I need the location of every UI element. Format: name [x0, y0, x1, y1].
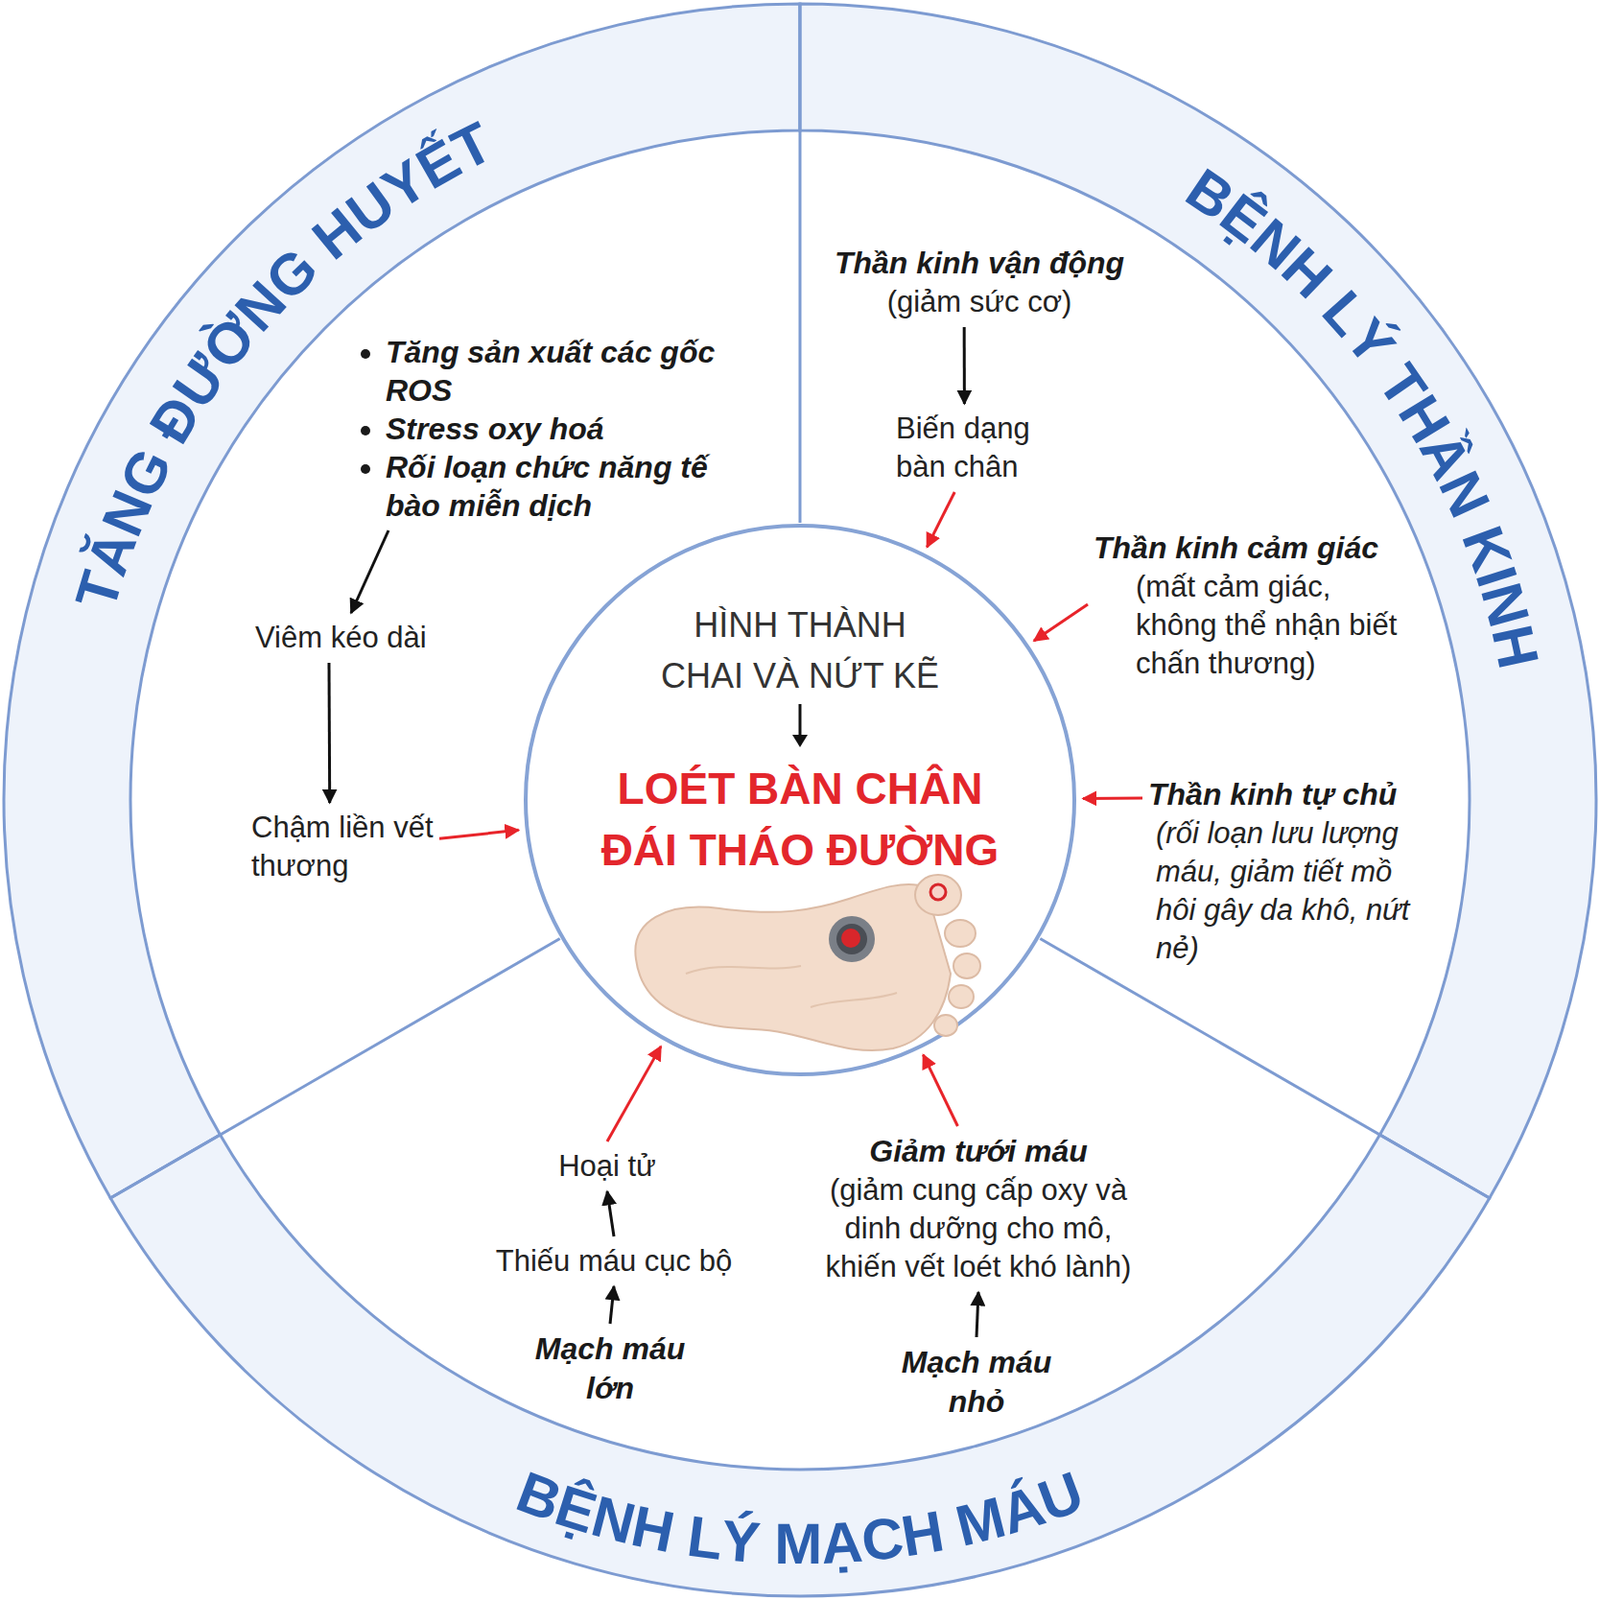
- heading-text: Thần kinh vận động: [806, 243, 1153, 283]
- text-node: Giảm tưới máu(giảm cung cấp oxy và dinh …: [805, 1131, 1152, 1287]
- arrow-connector: [976, 1292, 979, 1338]
- arrow-connector: [926, 492, 955, 547]
- text-node: Tăng sản xuất các gốc ROSStress oxy hoáR…: [347, 332, 760, 525]
- body-text: (giảm cung cấp oxy và dinh dưỡng cho mô,…: [813, 1171, 1145, 1287]
- bullet-list: Tăng sản xuất các gốc ROSStress oxy hoáR…: [347, 332, 760, 525]
- body-text: (giảm sức cơ): [806, 282, 1153, 322]
- foot-toe: [944, 919, 976, 947]
- foot-toe: [948, 985, 974, 1009]
- arrow-connector: [1082, 797, 1143, 800]
- foot-illustration: [635, 874, 981, 1051]
- heading-text: Mạch máu nhỏ: [885, 1342, 1068, 1422]
- bullet-item: Stress oxy hoá: [385, 409, 760, 448]
- heading-text: Giảm tưới máu: [805, 1131, 1152, 1172]
- text-node: Thần kinh cảm giác(mất cảm giác, không t…: [1093, 528, 1420, 683]
- arrow-connector: [607, 1191, 614, 1237]
- band-title: BỆNH LÝ MẠCH MÁU: [508, 1458, 1092, 1577]
- foot-sole: [635, 884, 951, 1051]
- body-text: Thiếu máu cục bộ: [470, 1242, 758, 1281]
- toe-lesion: [930, 884, 946, 900]
- bullet-item: Rối loạn chức năng tế bào miễn dịch: [385, 447, 760, 525]
- arrow-connector: [607, 1046, 661, 1142]
- bullet-item: Tăng sản xuất các gốc ROS: [385, 332, 760, 410]
- arrow-connector: [922, 1055, 958, 1127]
- ulcer-inner: [836, 923, 868, 955]
- text-node: Mạch máu lớn: [518, 1329, 702, 1409]
- foot-toe: [915, 874, 962, 916]
- center-circle: [525, 525, 1075, 1075]
- body-text: Hoại tử: [511, 1147, 704, 1186]
- body-text: (rối loạn lưu lượng máu, giảm tiết mồ hô…: [1155, 814, 1415, 968]
- inner-arrow-line: [799, 704, 802, 738]
- inner-arrow-head: [792, 734, 808, 748]
- divider-line: [1039, 939, 1490, 1200]
- divider-line: [799, 3, 802, 523]
- arrow-connector: [328, 662, 332, 803]
- body-text: Chậm liền vết thương: [251, 808, 434, 886]
- text-node: Thần kinh tự chủ(rối loạn lưu lượng máu,…: [1148, 775, 1436, 968]
- divider-line: [110, 939, 561, 1200]
- body-text: (mất cảm giác, không thể nhận biết chấn …: [1135, 567, 1410, 683]
- text-node: Chậm liền vết thương: [251, 808, 434, 886]
- center-circle-node: HÌNH THÀNH CHAI VÀ NỨT KẼ LOÉT BÀN CHÂN Đ…: [522, 522, 1078, 1078]
- text-node: Viêm kéo dài: [255, 618, 448, 658]
- foot-toe: [934, 1014, 958, 1036]
- heading-text: Mạch máu lớn: [518, 1329, 702, 1409]
- text-node: Thiếu máu cục bộ: [470, 1242, 758, 1281]
- circle-title: LOÉT BÀN CHÂN ĐÁI THÁO ĐƯỜNG: [588, 757, 1012, 881]
- arrow-connector: [963, 327, 966, 404]
- arrow-connector: [610, 1286, 614, 1324]
- text-node: Mạch máu nhỏ: [885, 1342, 1068, 1422]
- text-node: Hoại tử: [511, 1147, 704, 1186]
- text-node: Thần kinh vận động(giảm sức cơ): [806, 243, 1153, 322]
- arrow-connector: [1034, 604, 1088, 641]
- body-text: Viêm kéo dài: [255, 618, 448, 658]
- ulcer-rim: [828, 916, 875, 963]
- ulcer-core: [841, 928, 861, 948]
- arrow-connector: [439, 829, 519, 839]
- foot-crease: [685, 965, 897, 1008]
- band-title-text: BỆNH LÝ MẠCH MÁU: [508, 1458, 1092, 1577]
- circle-heading: HÌNH THÀNH CHAI VÀ NỨT KẼ: [656, 599, 944, 702]
- heading-text: Thần kinh tự chủ: [1148, 775, 1436, 815]
- foot-toe: [953, 953, 981, 979]
- ring-sector: [110, 1134, 1490, 1597]
- body-text: Biến dạng bàn chân: [895, 409, 1059, 487]
- heading-text: Thần kinh cảm giác: [1093, 528, 1420, 568]
- arrow-connector: [351, 530, 389, 613]
- text-node: Biến dạng bàn chân: [895, 409, 1059, 487]
